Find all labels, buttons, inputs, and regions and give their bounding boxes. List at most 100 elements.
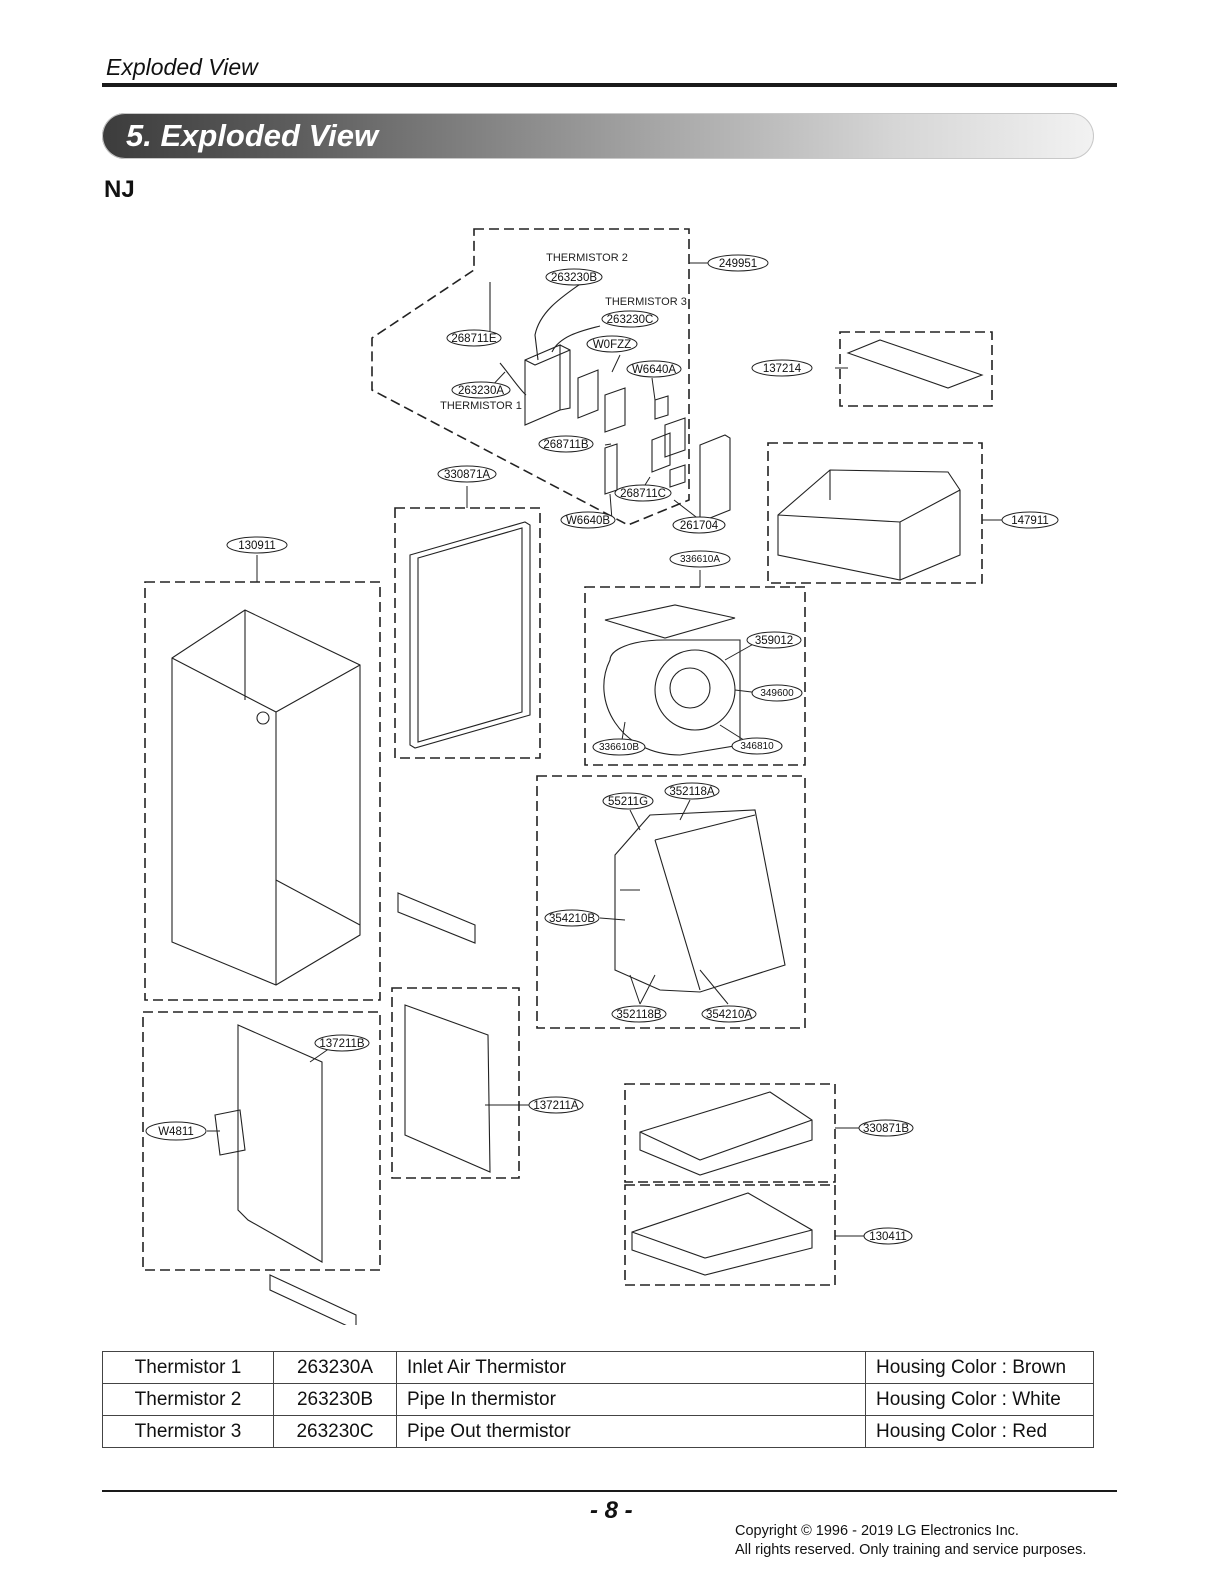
table-cell: Thermistor 1 xyxy=(102,1351,274,1384)
callout-354210B: 354210B xyxy=(549,913,595,925)
callout-336610A: 336610A xyxy=(680,554,720,565)
table-cell: Inlet Air Thermistor xyxy=(396,1351,866,1384)
top-cover-outline xyxy=(839,331,993,407)
callout-W0FZZ: W0FZZ xyxy=(593,339,631,351)
exploded-view-svg: 249951 THERMISTOR 2 263230B THERMISTOR 3… xyxy=(142,228,1059,1331)
callout-268711E: 268711E xyxy=(451,333,497,345)
base-frame xyxy=(631,1192,813,1276)
base-frame-outline xyxy=(624,1184,836,1286)
drain-pan-outline xyxy=(624,1083,836,1183)
thermistor-wire-2 xyxy=(534,281,584,361)
thermistor-1-caption: THERMISTOR 1 xyxy=(440,400,522,412)
table-row: Thermistor 2 263230B Pipe In thermistor … xyxy=(102,1383,1094,1416)
thermistor-table: Thermistor 1 263230A Inlet Air Thermisto… xyxy=(102,1351,1094,1448)
header-rule xyxy=(102,83,1117,87)
callout-336610B: 336610B xyxy=(599,742,639,753)
top-cover-plate xyxy=(846,339,984,389)
callout-330871B: 330871B xyxy=(863,1123,909,1135)
table-row: Thermistor 3 263230C Pipe Out thermistor… xyxy=(102,1415,1094,1448)
lower-panel xyxy=(237,1024,323,1263)
lower-panel-outline xyxy=(142,1011,381,1271)
table-cell: Housing Color : Brown xyxy=(865,1351,1094,1384)
cabinet-hole xyxy=(256,711,270,725)
callout-359012: 359012 xyxy=(755,635,793,647)
callout-268711B: 268711B xyxy=(543,439,589,451)
callout-352118B: 352118B xyxy=(616,1009,662,1021)
callout-263230C: 263230C xyxy=(607,314,654,326)
callout-263230B: 263230B xyxy=(551,272,597,284)
door-frame-outline xyxy=(394,507,541,759)
table-cell: Pipe Out thermistor xyxy=(396,1415,866,1448)
section-banner: 5. Exploded View xyxy=(102,113,1094,159)
upper-panel-box xyxy=(777,469,961,581)
blower-motor xyxy=(669,667,711,709)
small-box xyxy=(669,464,686,488)
thermistor-wire-1 xyxy=(499,362,527,396)
side-panel-outline xyxy=(391,987,520,1179)
callout-354210A: 354210A xyxy=(706,1009,752,1021)
cabinet-panel xyxy=(171,609,361,986)
thermistor-2-caption: THERMISTOR 2 xyxy=(546,252,628,264)
blower-housing xyxy=(603,604,741,756)
cabinet-outline xyxy=(144,581,381,1001)
thermistor-wire-3 xyxy=(551,325,601,353)
callout-147911: 147911 xyxy=(1011,515,1049,527)
callout-55211G: 55211G xyxy=(608,796,648,808)
callout-137211A: 137211A xyxy=(533,1100,579,1112)
page-number: - 8 - xyxy=(590,1497,633,1524)
table-cell: Housing Color : Red xyxy=(865,1415,1094,1448)
callout-352118A: 352118A xyxy=(669,786,715,798)
table-cell: 263230B xyxy=(273,1383,397,1416)
footer-rule xyxy=(102,1490,1117,1492)
callout-W4811: W4811 xyxy=(158,1126,194,1138)
callout-130411: 130411 xyxy=(869,1231,907,1243)
callout-137214: 137214 xyxy=(763,363,802,375)
table-cell: Thermistor 3 xyxy=(102,1415,274,1448)
door-frame xyxy=(409,521,531,749)
section-title: 5. Exploded View xyxy=(126,118,379,153)
filter-strip-top xyxy=(397,892,476,944)
exploded-view-diagram: 249951 THERMISTOR 2 263230B THERMISTOR 3… xyxy=(100,215,1120,1331)
terminal-block xyxy=(654,395,669,420)
switch xyxy=(604,443,618,495)
access-cover xyxy=(214,1109,246,1156)
table-cell: Thermistor 2 xyxy=(102,1383,274,1416)
blower-outline xyxy=(584,586,806,766)
model-label: NJ xyxy=(104,176,135,203)
table-cell: Pipe In thermistor xyxy=(396,1383,866,1416)
control-box-housing xyxy=(524,344,571,426)
copyright-line-2: All rights reserved. Only training and s… xyxy=(735,1542,1087,1558)
blower-wheel xyxy=(654,649,736,731)
upper-panel-outline xyxy=(767,442,983,584)
table-cell: 263230A xyxy=(273,1351,397,1384)
coil-assembly xyxy=(614,809,786,993)
copyright-notice: Copyright © 1996 - 2019 LG Electronics I… xyxy=(735,1522,1086,1560)
drain-pan xyxy=(639,1091,813,1176)
callout-346810: 346810 xyxy=(740,741,774,752)
callout-249951: 249951 xyxy=(719,258,757,270)
table-cell: Housing Color : White xyxy=(865,1383,1094,1416)
coil-outline xyxy=(536,775,806,1029)
control-board xyxy=(577,369,599,419)
filter-strip-bottom xyxy=(269,1274,357,1331)
side-panel xyxy=(404,1004,491,1173)
thermistor-3-caption: THERMISTOR 3 xyxy=(605,296,687,308)
control-box-group-outline xyxy=(371,228,690,526)
callout-130911: 130911 xyxy=(238,540,276,552)
callout-W6640A: W6640A xyxy=(632,364,676,376)
table-cell: 263230C xyxy=(273,1415,397,1448)
copyright-line-1: Copyright © 1996 - 2019 LG Electronics I… xyxy=(735,1523,1019,1539)
table-row: Thermistor 1 263230A Inlet Air Thermisto… xyxy=(102,1351,1094,1384)
control-plate xyxy=(604,387,626,433)
callout-137211B: 137211B xyxy=(319,1038,365,1050)
callout-330871A: 330871A xyxy=(444,469,490,481)
callout-349600: 349600 xyxy=(760,688,794,699)
callout-268711C: 268711C xyxy=(620,488,666,500)
relay-board xyxy=(664,417,686,458)
callout-263230A: 263230A xyxy=(458,385,504,397)
callout-261704: 261704 xyxy=(680,520,719,532)
header-title: Exploded View xyxy=(106,54,258,80)
callout-W6640B: W6640B xyxy=(566,515,610,527)
side-bracket xyxy=(699,434,731,521)
transformer xyxy=(651,432,671,473)
